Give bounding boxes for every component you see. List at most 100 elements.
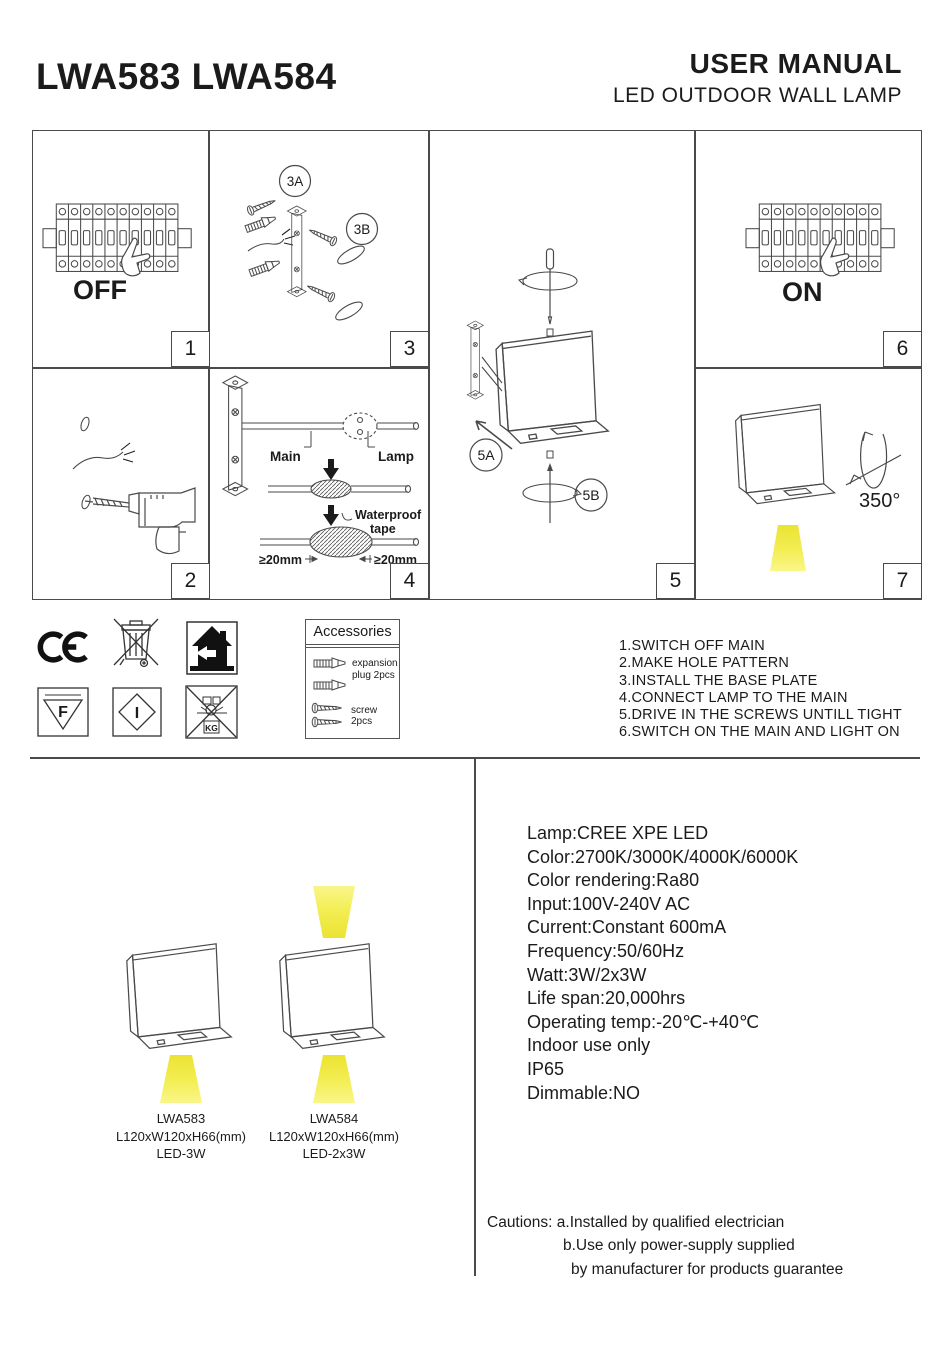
grid-divider: [694, 367, 921, 369]
screw-icon: [311, 702, 342, 714]
step-number-4: 4: [390, 563, 429, 599]
wrapped-joint: [260, 526, 420, 558]
down-arrow-icon: [323, 459, 339, 480]
lamp-body-icon: [279, 943, 385, 1049]
light-beam-down: [770, 525, 806, 571]
expansion-plug-icon: [243, 212, 278, 234]
callout-5a: 5A: [477, 447, 495, 463]
section-divider-vertical: [474, 757, 476, 1276]
manual-title: USER MANUAL: [689, 48, 902, 79]
spec-line: Life span:20,000hrs: [527, 988, 686, 1009]
light-beam-down: [313, 1055, 355, 1103]
instruction-list: 1.SWITCH OFF MAIN 2.MAKE HOLE PATTERN 3.…: [619, 638, 902, 742]
leader-line: [341, 512, 353, 521]
rotation-angle-label: 350°: [859, 490, 900, 512]
instruction-line: 1.SWITCH OFF MAIN: [619, 638, 765, 654]
base-plate-icon: [287, 205, 307, 298]
accessories-box: Accessories expansion plug 2pcs screw 2p…: [305, 619, 400, 739]
taped-joint: [268, 479, 412, 499]
expansion-plug-icon: [313, 657, 346, 669]
ce-mark-icon: [37, 631, 88, 663]
step-number-7: 7: [883, 563, 922, 599]
spec-line: Color:2700K/3000K/4000K/6000K: [527, 846, 799, 867]
spec-line: Lamp:CREE XPE LED: [527, 823, 709, 843]
product-size: L120xW120xH66(mm): [115, 1128, 247, 1144]
step2-illustration-drill: [72, 416, 196, 555]
accessory-item-label: expansion plug 2pcs: [352, 658, 398, 681]
wall-bracket-icon: [466, 320, 484, 400]
screw-icon: [546, 328, 554, 337]
instruction-line: 6.SWITCH ON THE MAIN AND LIGHT ON: [619, 724, 900, 741]
callout-3b: 3B: [354, 222, 371, 237]
spec-line: Color rendering:Ra80: [527, 870, 700, 891]
screwdriver-icon: [545, 248, 555, 325]
step1-illustration-breaker-off: OFF: [42, 203, 192, 305]
kg-letters: KG: [205, 723, 218, 733]
instruction-line: 4.CONNECT LAMP TO THE MAIN: [619, 689, 848, 706]
drill-icon: [84, 487, 196, 555]
step-number-1: 1: [171, 331, 210, 367]
instruction-line: 3.INSTALL THE BASE PLATE: [619, 672, 818, 689]
tape-label: tape: [370, 522, 396, 536]
wire-icon: [247, 228, 296, 252]
light-beam-down: [160, 1055, 202, 1103]
product-model: LWA583: [156, 1111, 206, 1126]
circuit-breaker-icon: [42, 203, 192, 272]
accessory-item-label: screw 2pcs: [351, 705, 378, 727]
step5-illustration-tighten: 5A 5B: [466, 248, 609, 523]
screw-icon: [304, 281, 337, 304]
lamp-body-icon: [126, 943, 232, 1049]
callout-5b: 5B: [582, 487, 599, 503]
step-number-3: 3: [390, 331, 429, 367]
caution-line: Cautions: a.Installed by qualified elect…: [487, 1214, 785, 1231]
divider: [306, 647, 399, 648]
wire-icon: [72, 442, 136, 470]
class-i-mark-icon: I: [112, 687, 162, 737]
product-figure-lwa584: LWA584 L120xW120xH66(mm) LED-2x3W: [249, 880, 419, 1165]
step4-illustration-wiring: Main Lamp Waterproof tape ≥20mm ≥20mm: [222, 375, 422, 567]
turn-motion-icon: [522, 483, 578, 503]
spec-line: Watt:3W/2x3W: [527, 964, 647, 985]
class-i-letter: I: [135, 705, 139, 722]
main-cable: [242, 412, 420, 440]
hole-icon: [81, 494, 91, 510]
step7-illustration-rotation: 350°: [735, 404, 902, 571]
callout-3a: 3A: [287, 174, 304, 189]
down-arrow-icon: [323, 505, 339, 526]
off-label: OFF: [73, 275, 127, 305]
cautions-block: Cautions: a.Installed by qualified elect…: [487, 1211, 843, 1281]
step3-illustration-base-plate: 3A 3B: [243, 164, 379, 321]
spec-line: Current:Constant 600mA: [527, 917, 727, 938]
base-plate-icon: [222, 375, 249, 497]
on-label: ON: [782, 277, 823, 307]
indoor-use-icon: [186, 621, 238, 675]
lamp-wire-label: Lamp: [378, 449, 414, 464]
leader-line: [367, 431, 375, 448]
bracket-arm: [481, 356, 503, 392]
product-caption: LWA583 L120xW120xH66(mm) LED-3W: [96, 1110, 266, 1163]
lamp-body-icon: [735, 404, 836, 505]
tape-label: Waterproof: [355, 508, 422, 522]
caution-line: b.Use only power-supply supplied: [563, 1237, 795, 1255]
step-panel-grid: OFF 3A 3B: [32, 130, 922, 600]
f-mark-letter: F: [58, 704, 68, 721]
caution-line: by manufacturer for products guarantee: [571, 1260, 844, 1278]
product-size: L120xW120xH66(mm): [268, 1128, 400, 1144]
instruction-line: 5.DRIVE IN THE SCREWS UNTILL TIGHT: [619, 707, 902, 724]
grid-divider: [33, 367, 429, 369]
spec-line: Indoor use only: [527, 1035, 651, 1056]
header-right: USER MANUAL LED OUTDOOR WALL LAMP: [613, 48, 902, 108]
spec-line: IP65: [527, 1058, 565, 1079]
product-led: LED-2x3W: [302, 1146, 366, 1161]
page-title: LWA583 LWA584: [36, 56, 337, 97]
expansion-plug-icon: [313, 679, 346, 691]
spec-line: Dimmable:NO: [527, 1082, 641, 1103]
divider: [306, 644, 399, 645]
step-number-5: 5: [656, 563, 695, 599]
circuit-breaker-icon: [745, 203, 895, 272]
turn-motion-icon: [335, 301, 363, 321]
screw-icon: [311, 716, 342, 728]
light-beam-up: [313, 886, 355, 938]
step6-illustration-breaker-on: ON: [745, 203, 895, 307]
screw-icon: [546, 450, 554, 459]
